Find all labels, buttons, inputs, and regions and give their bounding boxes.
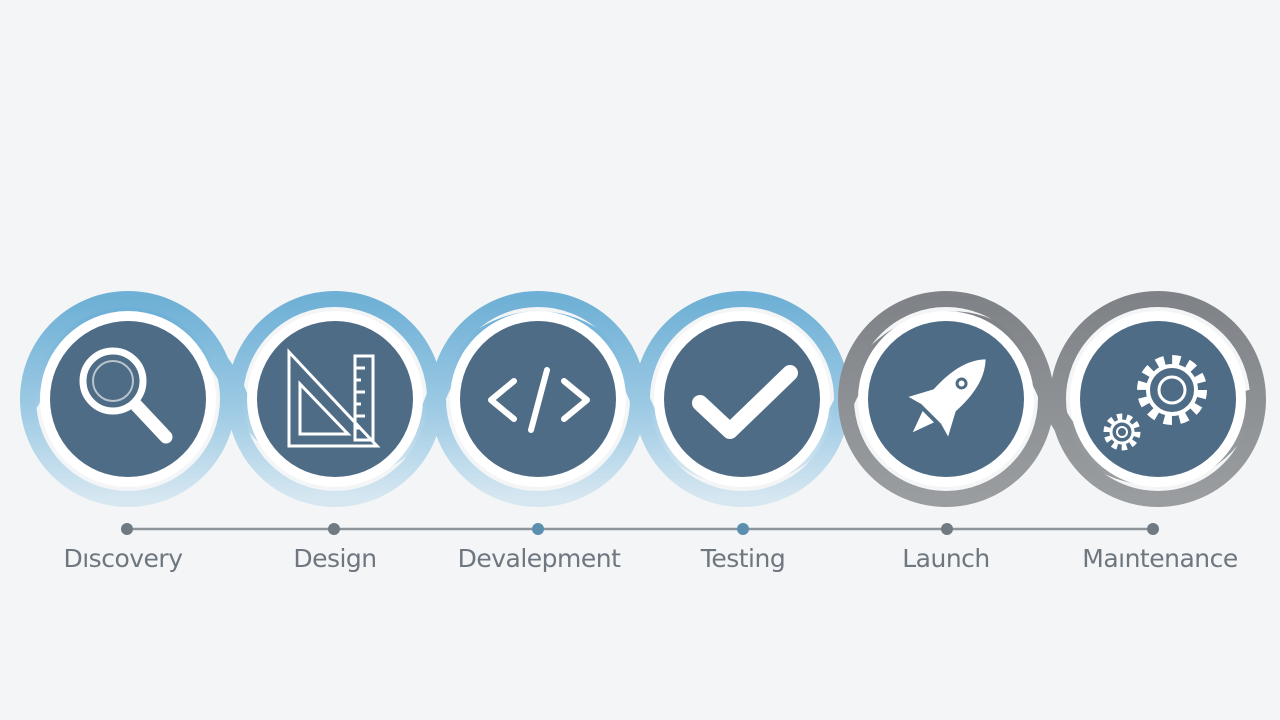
timeline [121, 523, 1159, 535]
timeline-dot-launch [941, 523, 953, 535]
timeline-dot-testing [737, 523, 749, 535]
set-square-ruler-icon [287, 348, 381, 448]
rocket-icon [908, 359, 986, 437]
step-circle-discovery [20, 291, 236, 507]
step-label-launch: Launch [902, 544, 990, 573]
timeline-dot-development [532, 523, 544, 535]
timeline-dot-maintenance [1147, 523, 1159, 535]
code-brackets-icon [488, 367, 590, 433]
step-label-testing: Testing [700, 544, 786, 573]
step-circle-testing [634, 291, 850, 507]
step-label-development: Devalepment [457, 544, 621, 573]
timeline-dot-discovery [121, 523, 133, 535]
timeline-dot-design [328, 523, 340, 535]
step-label-discovery: Dıscovery [63, 544, 183, 573]
step-label-design: Design [293, 544, 377, 573]
checkmark-icon [692, 365, 798, 439]
step-circle-development [430, 291, 646, 507]
gears-icon [1103, 355, 1207, 451]
step-label-maintenance: Maıntenance [1082, 544, 1238, 573]
step-circle-maintenance [1050, 291, 1266, 507]
step-circle-design [227, 291, 443, 507]
magnifying-glass-icon [79, 347, 173, 444]
step-circle-launch [838, 291, 1054, 507]
